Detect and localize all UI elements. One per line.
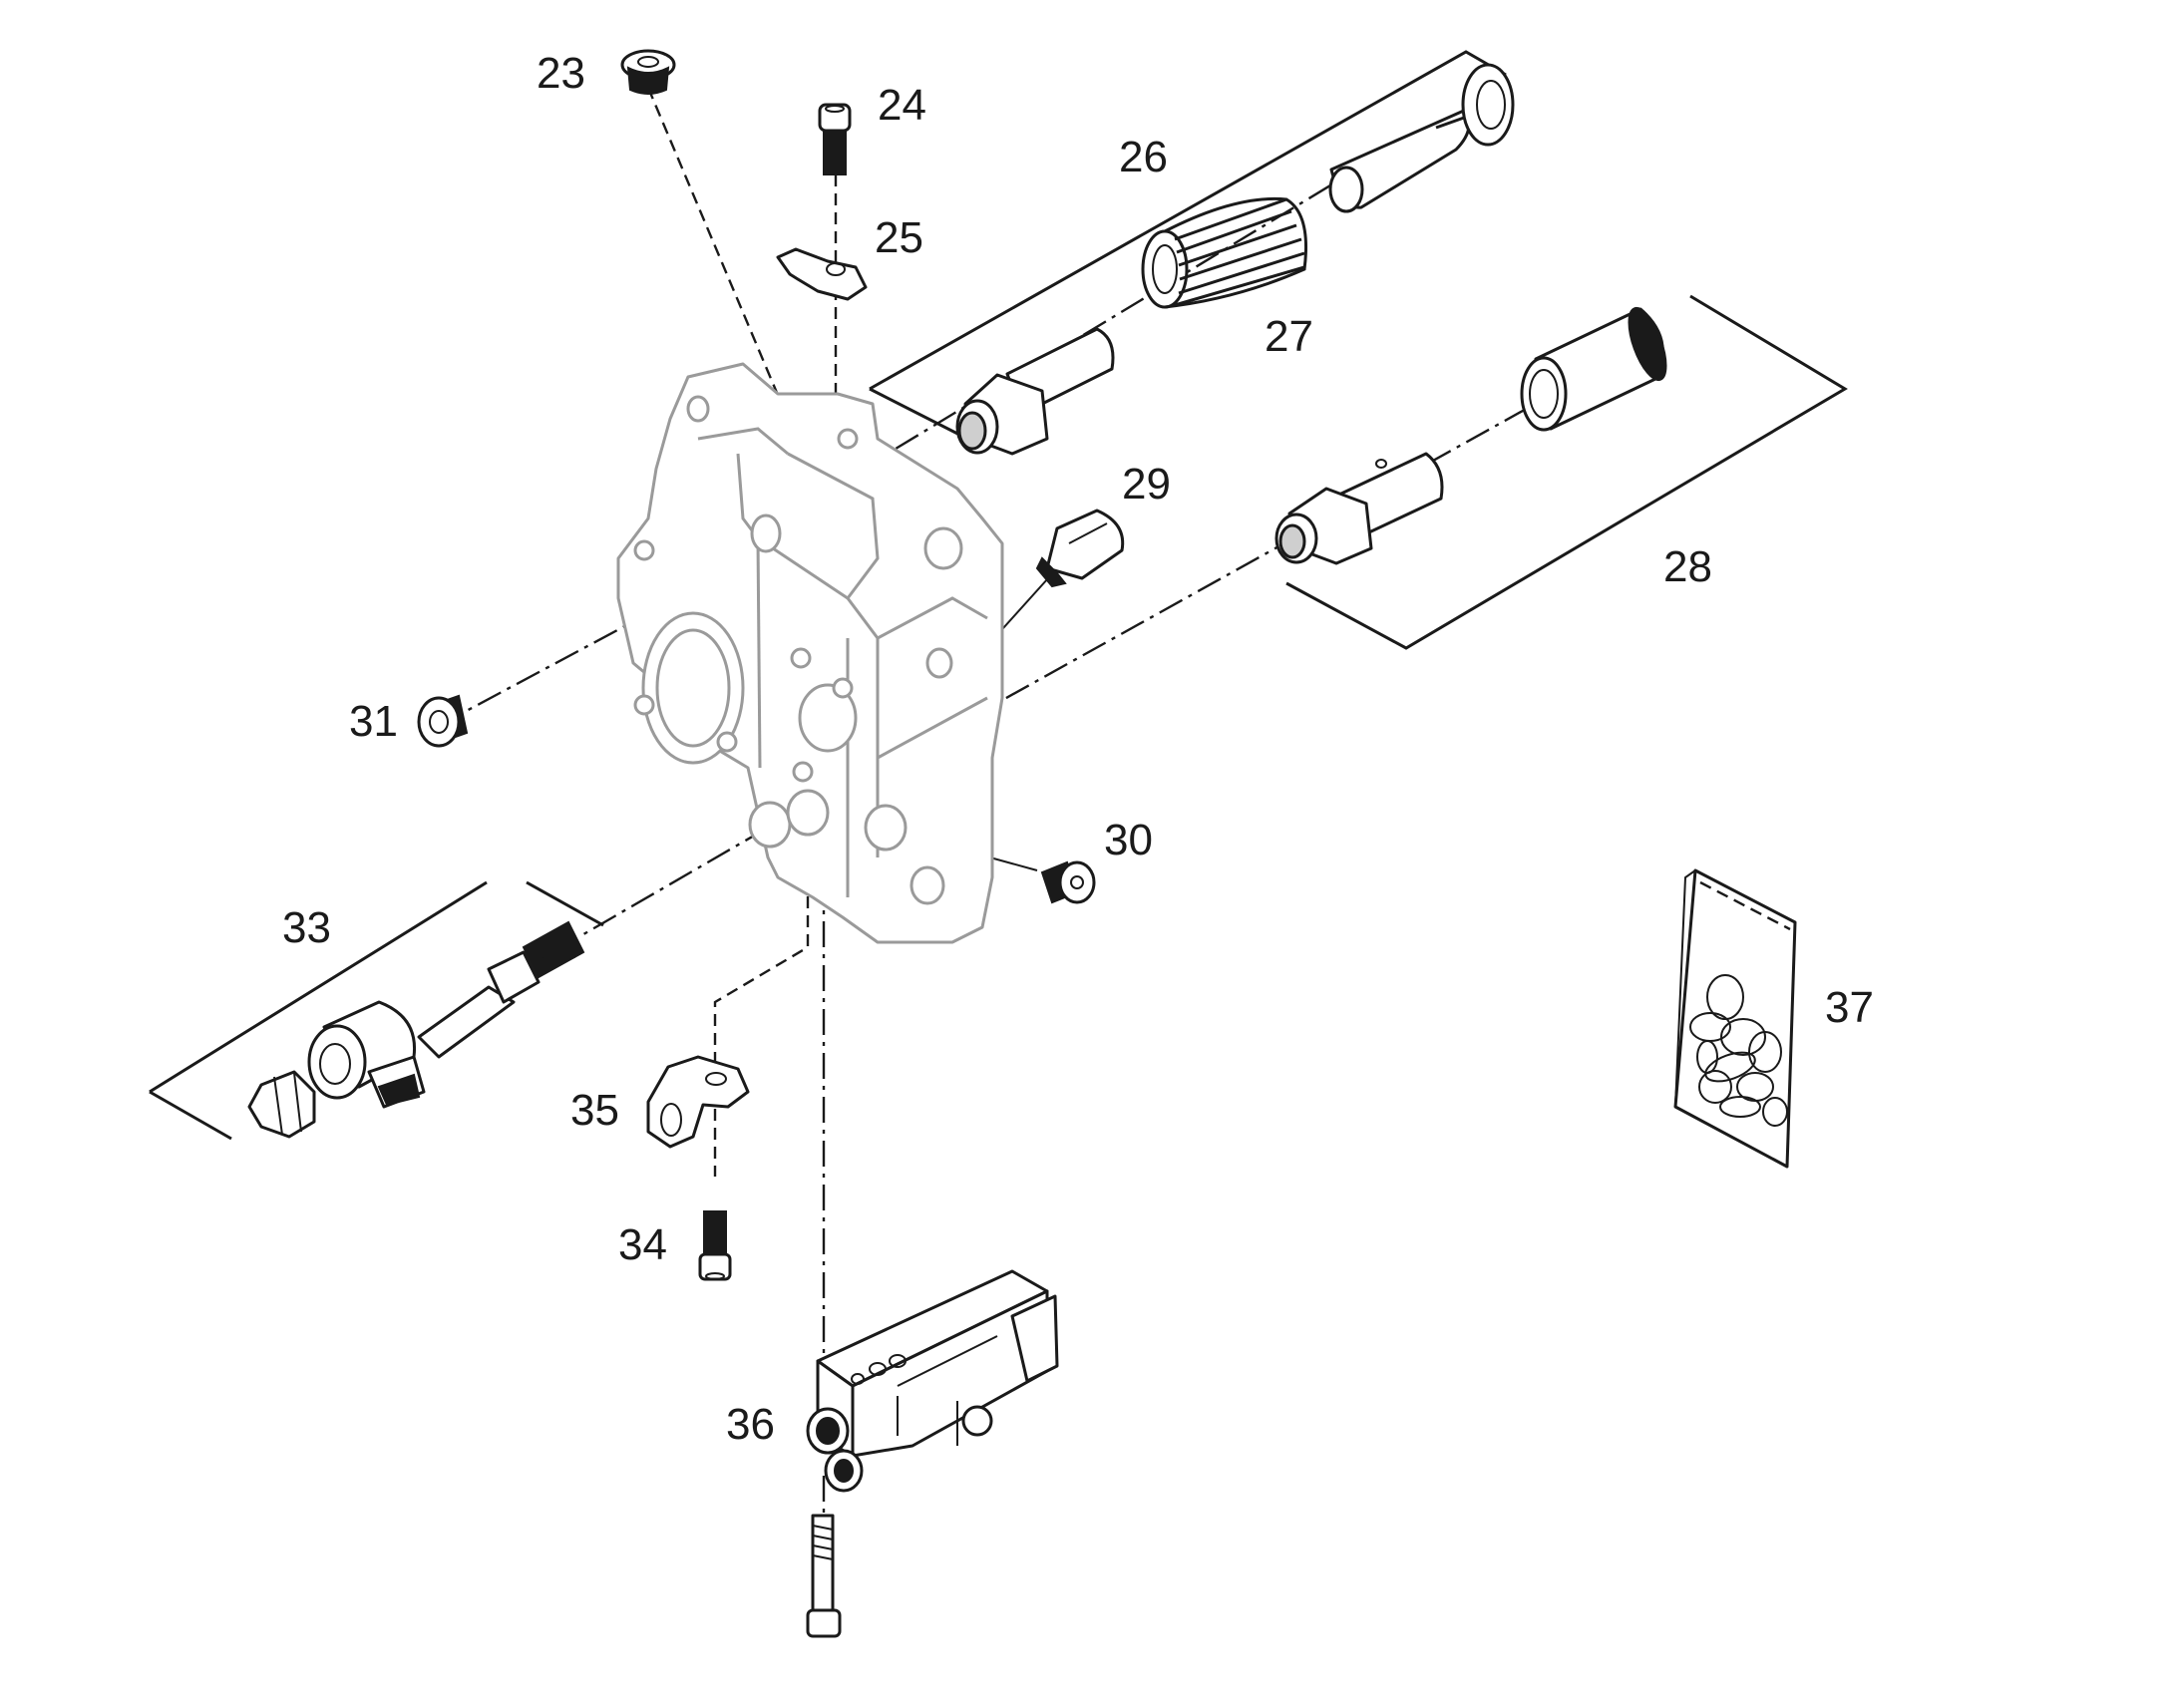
callout-35: 35 [570,1086,619,1135]
part-33-solenoid-valve [247,920,585,1139]
part-25-bracket [776,247,868,301]
part-29-cap-nut [1035,509,1125,588]
callout-23: 23 [537,49,585,98]
bracket-28 [1285,294,1848,650]
part-30-plug [1040,860,1096,904]
callout-24: 24 [878,81,926,130]
group-brackets [149,50,1848,1141]
part-34-screw [698,1210,732,1281]
bracket-33 [526,880,604,927]
callout-33: 33 [282,903,331,952]
callout-36: 36 [726,1400,775,1449]
part-24-screw [818,103,852,175]
callout-26: 26 [1119,133,1168,181]
callout-29: 29 [1122,460,1171,509]
callout-37: 37 [1825,983,1874,1032]
bracket-33-lower [149,880,488,1094]
part-28-assembly [1274,306,1667,565]
bracket-33-end [149,1090,232,1141]
valve-housing [616,362,1004,944]
callout-34: 34 [618,1220,667,1269]
callout-31: 31 [349,697,398,746]
part-35-bracket [646,1055,750,1149]
part-36-valve-block [806,1269,1059,1638]
part-26-assembly [955,63,1515,456]
leader-23 [646,87,790,420]
callout-30: 30 [1104,816,1153,864]
callout-25: 25 [875,213,923,262]
callout-labels: 23 24 25 26 27 28 29 30 31 33 34 35 36 3… [282,49,1874,1449]
leader-34-35 [713,877,810,1177]
part-23-plug [620,49,676,95]
part-31-plug [417,694,469,748]
callout-28: 28 [1663,542,1712,591]
o-rings [1689,974,1788,1127]
callout-27: 27 [1265,312,1313,361]
part-27-spring [1141,196,1308,309]
part-37-seal-kit-bag [1673,868,1797,1169]
